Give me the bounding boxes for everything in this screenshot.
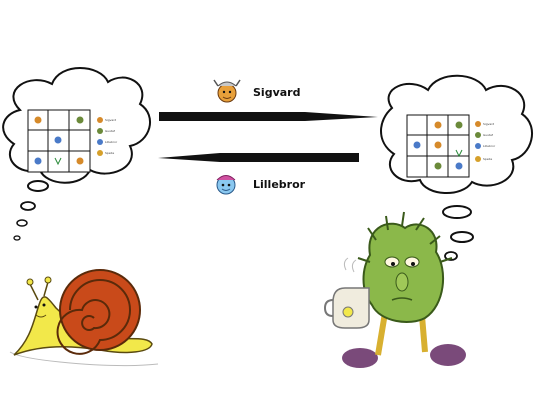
- right-sudoku-grid: [406, 114, 470, 178]
- left-legend: Sigvard Gustaf Lillebror Spelle: [97, 117, 118, 156]
- left-legend-gustaf: Gustaf: [105, 129, 116, 133]
- tired-monster-character: [323, 211, 466, 368]
- left-legend-spelle: Spelle: [105, 151, 114, 155]
- left-sudoku-grid: [27, 109, 91, 173]
- snail-character: [9, 269, 159, 367]
- left-legend-sigvard: Sigvard: [105, 118, 116, 122]
- right-legend-lillebror: Lillebror: [483, 144, 496, 148]
- right-legend-spelle: Spelle: [483, 157, 492, 161]
- arrow-left: [158, 153, 359, 162]
- blue-ghost-icon: [216, 175, 236, 195]
- left-legend-lillebror: Lillebror: [105, 140, 118, 144]
- viking-avatar-icon: [213, 79, 241, 103]
- arrow-right: [159, 112, 378, 121]
- right-legend: Sigvard Gustaf Lillebror Spelle: [475, 121, 496, 162]
- right-legend-gustaf: Gustaf: [483, 133, 494, 137]
- arrow-top-label: Sigvard: [253, 86, 301, 99]
- arrow-bottom-label: Lillebror: [253, 178, 306, 191]
- right-legend-sigvard: Sigvard: [483, 122, 494, 126]
